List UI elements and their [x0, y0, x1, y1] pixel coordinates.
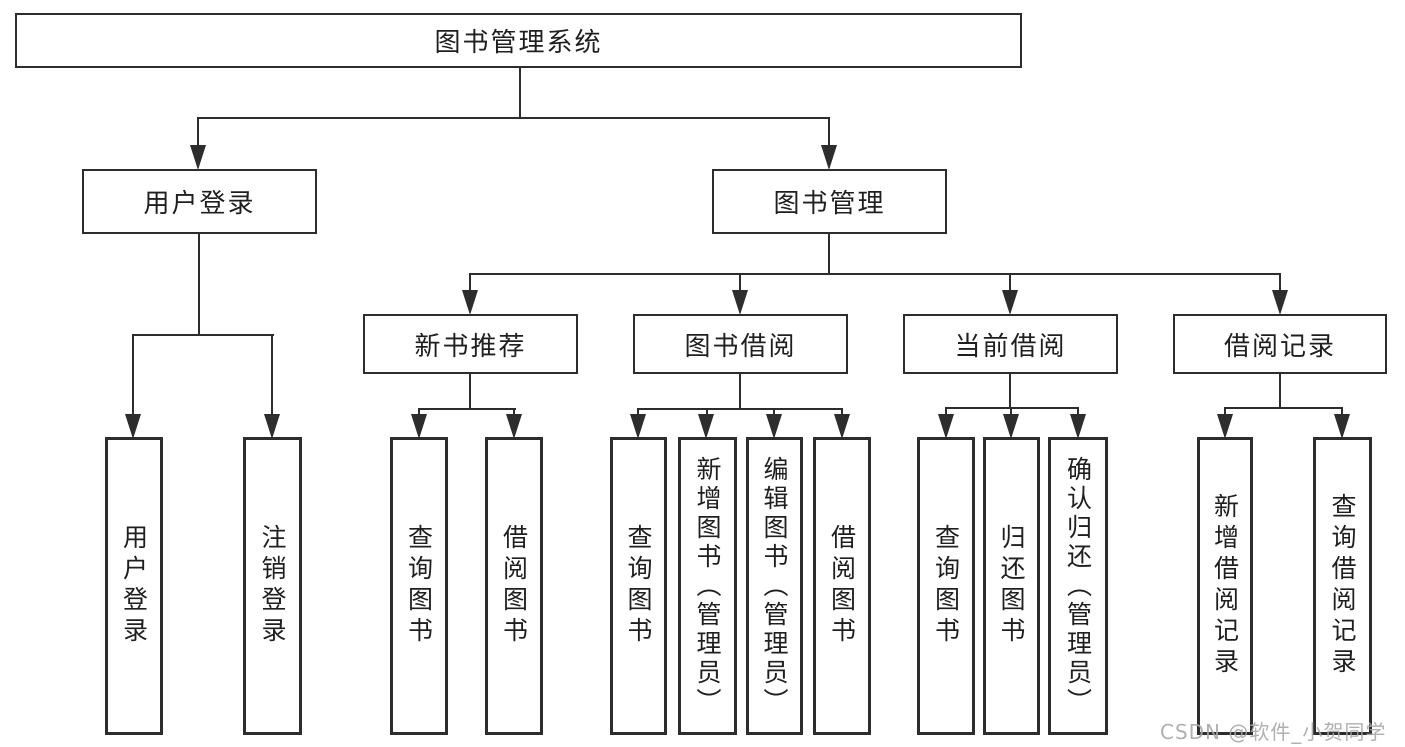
connector-line: [1224, 407, 1343, 409]
connector-line: [198, 234, 200, 336]
arrow-down-icon: [766, 414, 782, 439]
connector-line: [637, 408, 843, 410]
leaf-logout: 注销登录: [243, 437, 302, 735]
connector-line: [1009, 273, 1011, 293]
connector-line: [706, 408, 708, 418]
connector-line: [513, 408, 515, 418]
csdn-watermark: CSDN @软件_小贺同学: [1160, 720, 1387, 744]
arrow-down-icon: [190, 145, 206, 170]
node-root-system: 图书管理系统: [15, 13, 1022, 68]
connector-line: [1010, 407, 1012, 418]
leaf-borrow-book-borrow: 借阅图书: [813, 437, 871, 735]
connector-line: [1279, 273, 1281, 293]
connector-line: [418, 408, 516, 410]
connector-line: [469, 273, 471, 293]
arrow-down-icon: [264, 414, 280, 439]
node-book-management: 图书管理: [712, 169, 947, 234]
arrow-down-icon: [1272, 290, 1288, 315]
arrow-down-icon: [411, 414, 427, 439]
leaf-add-borrow-record: 新增借阅记录: [1197, 437, 1253, 735]
arrow-down-icon: [834, 414, 850, 439]
leaf-query-book-borrow: 查询图书: [610, 437, 667, 735]
connector-line: [828, 234, 830, 275]
connector-line: [132, 334, 274, 336]
leaf-edit-book-admin: 编辑图书（管理员）: [746, 437, 803, 735]
node-new-book-recommend: 新书推荐: [363, 314, 578, 374]
connector-line: [469, 374, 471, 410]
connector-line: [637, 408, 639, 418]
leaf-user-login: 用户登录: [105, 437, 163, 735]
connector-line: [197, 117, 830, 119]
connector-line: [132, 334, 134, 419]
node-borrow-record: 借阅记录: [1173, 314, 1387, 374]
arrow-down-icon: [506, 414, 522, 439]
arrow-down-icon: [821, 145, 837, 170]
connector-line: [1009, 374, 1011, 408]
connector-line: [1341, 407, 1343, 418]
connector-line: [739, 374, 741, 410]
leaf-add-book-admin: 新增图书（管理员）: [678, 437, 737, 735]
connector-line: [418, 408, 420, 418]
connector-line: [945, 407, 1079, 409]
leaf-confirm-return-admin: 确认归还（管理员）: [1048, 437, 1108, 735]
arrow-down-icon: [1003, 414, 1019, 439]
arrow-down-icon: [938, 414, 954, 439]
connector-line: [773, 408, 775, 418]
leaf-query-book-newbook: 查询图书: [390, 437, 448, 735]
connector-line: [1077, 407, 1079, 418]
leaf-query-book-current: 查询图书: [917, 437, 975, 735]
connector-line: [1224, 407, 1226, 418]
arrow-down-icon: [1002, 290, 1018, 315]
connector-line: [271, 334, 273, 419]
node-book-borrow: 图书借阅: [633, 314, 848, 374]
node-current-borrow: 当前借阅: [903, 314, 1118, 374]
arrow-down-icon: [125, 414, 141, 439]
leaf-return-book: 归还图书: [983, 437, 1040, 735]
connector-line: [841, 408, 843, 418]
leaf-borrow-book-newbook: 借阅图书: [485, 437, 543, 735]
leaf-query-borrow-record: 查询借阅记录: [1313, 437, 1372, 735]
connector-line: [197, 117, 199, 153]
arrow-down-icon: [630, 414, 646, 439]
connector-line: [739, 273, 741, 293]
arrow-down-icon: [1070, 414, 1086, 439]
arrow-down-icon: [462, 290, 478, 315]
arrow-down-icon: [732, 290, 748, 315]
arrow-down-icon: [1217, 414, 1233, 439]
connector-line: [519, 68, 521, 118]
connector-line: [828, 117, 830, 153]
connector-line: [945, 407, 947, 418]
arrow-down-icon: [698, 414, 714, 439]
connector-line: [1279, 374, 1281, 408]
connector-line: [469, 273, 1281, 275]
arrow-down-icon: [1334, 414, 1350, 439]
node-user-login: 用户登录: [82, 169, 317, 234]
